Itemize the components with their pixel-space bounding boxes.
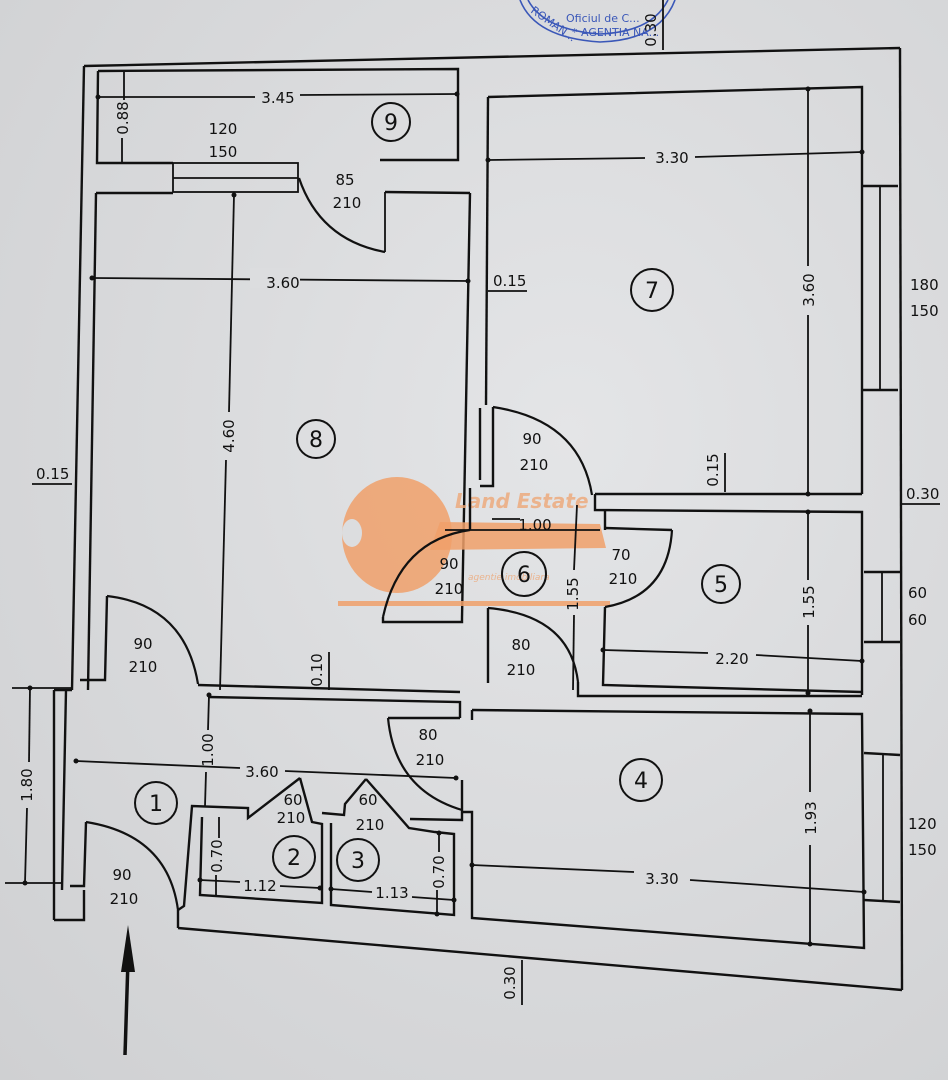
- door3-width: 60: [358, 791, 377, 809]
- room-8: 3.60 4.60 8 0.10 90 210: [80, 191, 472, 718]
- dim-room9-width: 3.45: [261, 89, 294, 107]
- dim-room3-depth: 0.70: [430, 855, 448, 888]
- door6-left-height: 210: [435, 580, 464, 598]
- dim-room8-width: 3.60: [266, 274, 299, 292]
- room-number-6: 6: [517, 563, 531, 588]
- window5-height: 60: [908, 611, 927, 629]
- dim-room3-width: 1.13: [375, 884, 408, 902]
- door5-height: 210: [609, 570, 638, 588]
- room-number-3: 3: [351, 849, 365, 874]
- window7-width: 180: [910, 276, 939, 294]
- door2-height: 210: [277, 809, 306, 827]
- entrance-door-height: 210: [110, 890, 139, 908]
- window5-width: 60: [908, 584, 927, 602]
- watermark-brand: Land Estate: [455, 489, 589, 513]
- entrance-door-width: 90: [112, 866, 131, 884]
- door2-width: 60: [283, 791, 302, 809]
- bottom-wall-thickness: 0.30: [501, 966, 519, 999]
- dim-room4-depth: 1.93: [802, 801, 820, 834]
- room-9: 3.45 0.88 120 150 85 210 9: [95, 67, 471, 254]
- room-number-2: 2: [287, 846, 301, 871]
- dim-room6-depth: 1.55: [564, 577, 582, 610]
- dim-room2-width: 1.12: [243, 877, 276, 895]
- wall-7-8-thickness: 0.15: [493, 272, 526, 290]
- wall-8-1-thickness: 0.10: [308, 653, 326, 686]
- door7-width: 90: [522, 430, 541, 448]
- door4-width: 80: [418, 726, 437, 744]
- watermark: Land Estate agentie imobiliara: [338, 477, 610, 606]
- watermark-tagline: agentie imobiliara: [468, 573, 550, 583]
- room-number-8: 8: [309, 428, 323, 453]
- door-1-8-width: 90: [133, 635, 152, 653]
- window4-width: 120: [908, 815, 937, 833]
- door6-bottom-width: 80: [511, 636, 530, 654]
- door6-left-width: 90: [439, 555, 458, 573]
- room-6: 1.00 1.55 6 90 210 80 210: [381, 488, 864, 698]
- wall-7-5-thickness: 0.15: [704, 453, 722, 486]
- stamp-line-3: * AGENTIA NA...: [572, 26, 659, 39]
- dim-room6-width: 1.00: [518, 516, 551, 534]
- window4-height: 150: [908, 841, 937, 859]
- door9-height: 210: [333, 194, 362, 212]
- door6-bottom-height: 210: [507, 661, 536, 679]
- room-4: 80 210 120 150 3.30 1.93 4: [386, 708, 937, 950]
- room-number-9: 9: [384, 111, 398, 136]
- entrance-arrow-icon: [121, 925, 135, 1056]
- door7-height: 210: [520, 456, 549, 474]
- door9-width: 85: [335, 171, 354, 189]
- dim-room9-depth: 0.88: [114, 101, 132, 134]
- window9-height: 150: [209, 143, 238, 161]
- dim-room1-depth: 1.00: [199, 733, 217, 766]
- room-2: 60 210 1.12 0.70 2: [177, 777, 324, 911]
- top-wall-thickness: 0.30: [642, 13, 660, 46]
- room-number-5: 5: [714, 573, 728, 598]
- door4-height: 210: [416, 751, 445, 769]
- room-number-7: 7: [645, 279, 659, 304]
- room-number-4: 4: [634, 769, 648, 794]
- door3-height: 210: [356, 816, 385, 834]
- dim-room7-depth: 3.60: [800, 273, 818, 306]
- room-7: 180 150 3.30 3.60 0.15 7 90 210 0.15 0.3…: [478, 85, 940, 505]
- window9-width: 120: [209, 120, 238, 138]
- outer-wall-dims: 0.30 0.30: [501, 0, 664, 1005]
- right-wall-thickness: 0.30: [906, 485, 939, 503]
- dim-room4-width: 3.30: [645, 870, 678, 888]
- outer-walls: [52, 46, 904, 992]
- dim-room5-depth: 1.55: [800, 585, 818, 618]
- dim-room1-width: 3.60: [245, 763, 278, 781]
- room-5: 70 210 60 60 2.20 1.55 5: [600, 509, 927, 696]
- left-wall-thickness: 0.15: [36, 465, 69, 483]
- dim-room2-depth: 0.70: [208, 839, 226, 872]
- door5-width: 70: [611, 546, 630, 564]
- dim-room8-depth: 4.60: [220, 419, 238, 452]
- room-number-1: 1: [149, 792, 163, 817]
- room-3: 60 210 1.13 0.70 3: [321, 778, 464, 917]
- room-1: 3.60 1.00 1 1.80 90 210: [5, 685, 459, 928]
- window7-height: 150: [910, 302, 939, 320]
- dim-entry-depth: 1.80: [18, 768, 36, 801]
- left-wall-dim: 0.15: [32, 465, 72, 485]
- stamp-line-1: Oficiul de C...: [566, 12, 640, 25]
- door-1-8-height: 210: [129, 658, 158, 676]
- dim-room7-width: 3.30: [655, 149, 688, 167]
- dim-room5-width: 2.20: [715, 650, 748, 668]
